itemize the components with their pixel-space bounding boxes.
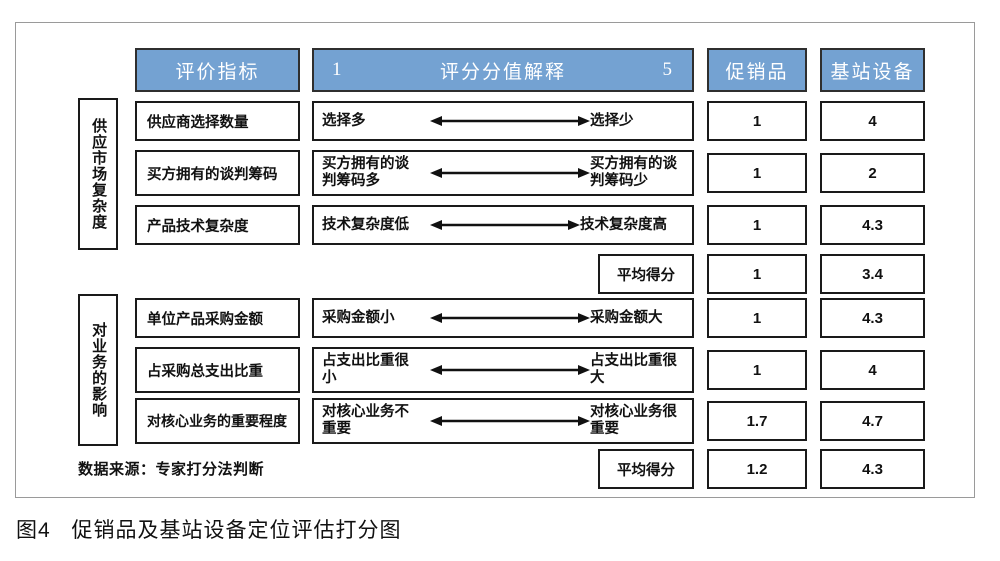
double-arrow-icon [430,152,590,194]
average-basestation-text-1: 3.4 [862,265,883,283]
scale-cell-4: 采购金额小 采购金额大 [312,298,694,338]
double-arrow-icon [430,103,590,139]
group-label-supply-market: 供应市场复杂度 [78,98,118,250]
average-label-1: 平均得分 [598,254,694,294]
indicator-cell-6: 对核心业务的重要程度 [135,398,300,444]
value-basestation-4: 4.3 [820,298,925,338]
average-promo-text-1: 1 [752,265,762,283]
value-promo-3: 1 [707,205,807,245]
value-basestation-2: 2 [820,153,925,193]
value-basestation-text-3: 4.3 [862,216,883,234]
indicator-cell-2: 买方拥有的谈判筹码 [135,150,300,196]
value-basestation-text-6: 4.7 [862,412,883,430]
average-label-2: 平均得分 [598,449,694,489]
group-label-business-impact: 对业务的影响 [78,294,118,446]
scale-left-label-1: 选择多 [322,112,366,129]
header-scale-low: 1 [332,59,344,80]
header-criteria-label: 评价指标 [175,61,260,83]
indicator-cell-5: 占采购总支出比重 [135,347,300,393]
value-promo-text-5: 1 [752,361,762,379]
scale-left-label-3: 技术复杂度低 [322,216,409,233]
scale-right-label-3: 技术复杂度高 [580,216,667,233]
value-basestation-6: 4.7 [820,401,925,441]
indicator-cell-1: 供应商选择数量 [135,101,300,141]
header-scale-title: 评分分值解释 [439,61,566,83]
group-label-supply-market-text: 供应市场复杂度 [90,118,108,230]
value-basestation-text-2: 2 [868,164,877,182]
header-scale-high: 5 [662,59,674,80]
indicator-label-4: 单位产品采购金额 [147,311,263,328]
figure-caption: 图4 促销品及基站设备定位评估打分图 [16,514,402,544]
average-basestation-text-2: 4.3 [862,460,883,478]
value-basestation-text-4: 4.3 [862,309,883,327]
scale-left-label-5: 占支出比重很 小 [322,353,409,386]
double-arrow-icon [430,349,590,391]
average-basestation-1: 3.4 [820,254,925,294]
indicator-label-1: 供应商选择数量 [147,114,249,131]
scale-cell-2: 买方拥有的谈 判筹码多 买方拥有的谈 判筹码少 [312,150,694,196]
value-promo-5: 1 [707,350,807,390]
figure-caption-text: 促销品及基站设备定位评估打分图 [71,519,402,542]
scale-left-label-6: 对核心业务不 重要 [322,404,409,437]
value-basestation-5: 4 [820,350,925,390]
value-promo-text-3: 1 [752,216,762,234]
double-arrow-icon [430,207,580,243]
scale-cell-3: 技术复杂度低 技术复杂度高 [312,205,694,245]
header-col-basestation-label: 基站设备 [830,61,915,83]
scale-cell-1: 选择多 选择少 [312,101,694,141]
value-basestation-1: 4 [820,101,925,141]
average-basestation-2: 4.3 [820,449,925,489]
source-note: 数据来源：专家打分法判断 [78,461,265,478]
figure-caption-number: 图4 [16,519,51,542]
header-col-promo-label: 促销品 [725,61,789,83]
indicator-label-3: 产品技术复杂度 [147,218,249,235]
scale-cell-6: 对核心业务不 重要 对核心业务很 重要 [312,398,694,444]
double-arrow-icon [430,300,590,336]
indicator-label-2: 买方拥有的谈判筹码 [147,166,278,183]
value-promo-text-6: 1.7 [746,412,768,430]
average-promo-2: 1.2 [707,449,807,489]
scale-right-label-6: 对核心业务很 重要 [590,404,677,437]
average-label-text-1: 平均得分 [617,267,675,284]
average-promo-1: 1 [707,254,807,294]
indicator-label-6: 对核心业务的重要程度 [147,413,287,429]
value-basestation-text-5: 4 [868,361,877,379]
scale-right-label-2: 买方拥有的谈 判筹码少 [590,156,677,189]
value-promo-6: 1.7 [707,401,807,441]
value-promo-text-2: 1 [752,164,762,182]
average-label-text-2: 平均得分 [617,462,675,479]
value-promo-4: 1 [707,298,807,338]
double-arrow-icon [430,400,590,442]
header-criteria: 评价指标 [135,48,300,92]
scale-cell-5: 占支出比重很 小 占支出比重很 大 [312,347,694,393]
value-basestation-3: 4.3 [820,205,925,245]
scale-right-label-4: 采购金额大 [590,309,663,326]
indicator-cell-4: 单位产品采购金额 [135,298,300,338]
average-promo-text-2: 1.2 [746,460,768,478]
value-promo-2: 1 [707,153,807,193]
scale-left-label-4: 采购金额小 [322,309,395,326]
value-promo-text-4: 1 [752,309,762,327]
header-col-basestation: 基站设备 [820,48,925,92]
scale-right-label-5: 占支出比重很 大 [590,353,677,386]
value-promo-text-1: 1 [752,112,762,130]
group-label-business-impact-text: 对业务的影响 [90,322,108,418]
header-scale: 1 评分分值解释 5 [312,48,694,92]
scale-right-label-1: 选择少 [590,112,634,129]
value-promo-1: 1 [707,101,807,141]
value-basestation-text-1: 4 [868,112,877,130]
scale-left-label-2: 买方拥有的谈 判筹码多 [322,156,409,189]
indicator-label-5: 占采购总支出比重 [147,363,263,380]
header-col-promo: 促销品 [707,48,807,92]
indicator-cell-3: 产品技术复杂度 [135,205,300,245]
